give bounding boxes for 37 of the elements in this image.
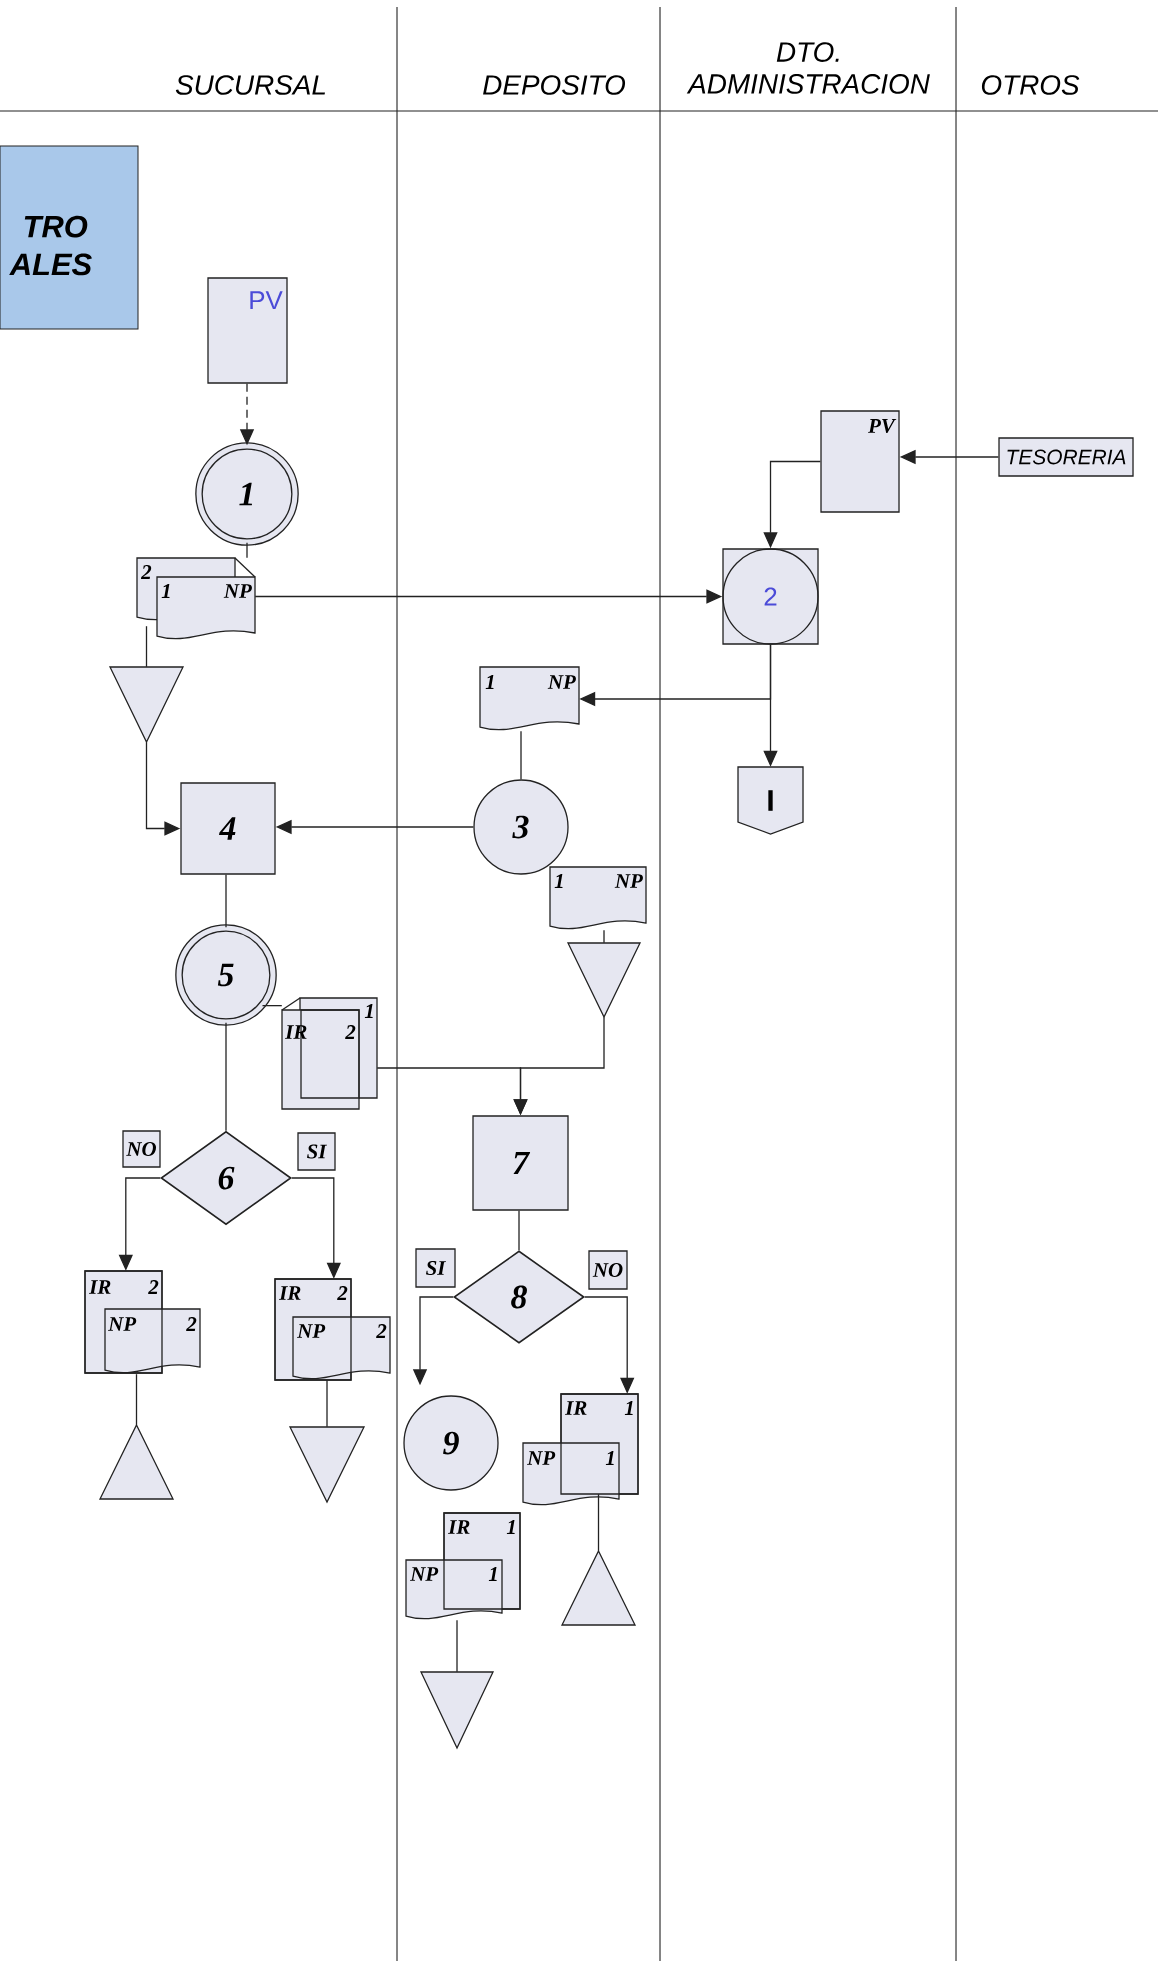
off-page-connector: I xyxy=(737,766,804,835)
connector-line xyxy=(326,1379,328,1428)
connector-line xyxy=(246,542,248,559)
document-stack: IR 1 NP 1 xyxy=(405,1512,521,1620)
answer-tag: NO xyxy=(588,1250,628,1290)
answer-tag: SI xyxy=(415,1248,456,1288)
process-square: 4 xyxy=(180,782,276,875)
source-box: TESORERIA xyxy=(998,437,1134,477)
document-box: PV xyxy=(207,277,288,384)
node-label: 2 xyxy=(376,1324,387,1338)
connector-line xyxy=(456,1619,458,1673)
process-square: 7 xyxy=(472,1115,569,1211)
connector-line xyxy=(225,874,227,928)
connector-line xyxy=(520,730,522,780)
connector-line xyxy=(135,1373,138,1426)
document-stack: IR 1 NP 1 xyxy=(522,1393,639,1506)
node-label: NP xyxy=(527,1451,556,1465)
node-label: 2 xyxy=(186,1317,197,1331)
connector-line xyxy=(518,1210,520,1251)
lane-header: DEPOSITO xyxy=(483,75,626,95)
connector-line xyxy=(145,625,148,668)
connector-line xyxy=(603,929,605,944)
circle-in-square: 2 xyxy=(722,548,819,645)
lane-header: OTROS xyxy=(981,75,1080,95)
node-label: NP xyxy=(410,1567,439,1581)
document-stack: IR 2 NP 2 xyxy=(84,1270,201,1374)
connector-line xyxy=(261,1005,283,1007)
answer-tag: NO xyxy=(122,1130,161,1168)
connector-line xyxy=(225,1022,227,1132)
connector-line xyxy=(597,1493,600,1552)
document-stack: 2 1 NP xyxy=(136,557,256,640)
title-box: TRO ALES xyxy=(0,145,139,330)
document-stack: IR 2 NP 2 xyxy=(274,1278,391,1381)
lane-header: SUCURSAL xyxy=(175,75,325,95)
lane-header: DTO. ADMINISTRACION xyxy=(686,42,930,94)
document-box: PV xyxy=(820,410,900,513)
answer-tag: SI xyxy=(297,1132,336,1171)
